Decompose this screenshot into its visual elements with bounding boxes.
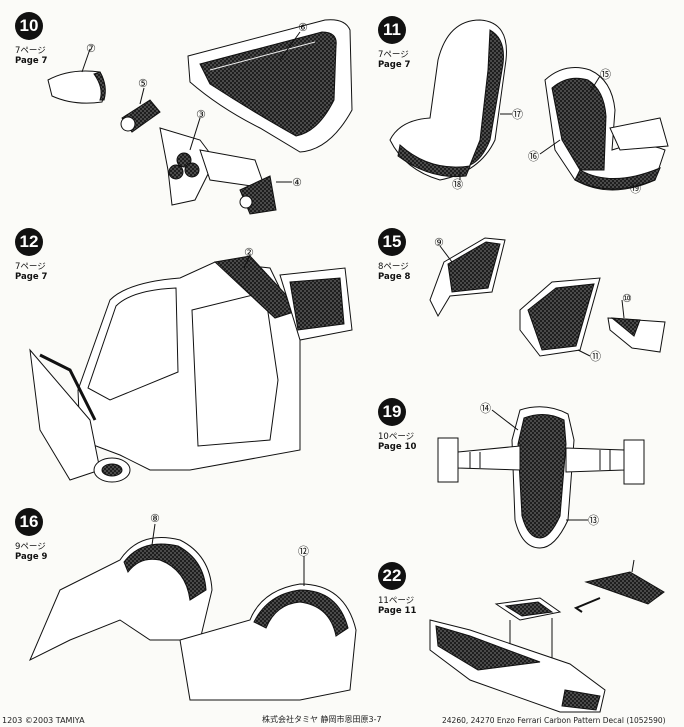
callout-3: ③ bbox=[196, 108, 206, 121]
page-reference: 10ページ Page 10 bbox=[378, 432, 438, 452]
step-number-badge: 10 bbox=[15, 12, 43, 40]
step-19-callouts: ⑭ ⑬ bbox=[480, 402, 599, 527]
footer-address: 株式会社タミヤ 静岡市恩田原3-7 bbox=[262, 715, 382, 724]
callout-7: ⑦ bbox=[86, 42, 96, 55]
carbon-decal-piece bbox=[584, 571, 665, 605]
page-reference-jp: 7ページ bbox=[15, 262, 46, 272]
page-reference: 7ページ Page 7 bbox=[15, 46, 75, 66]
callout-10: ⑩ bbox=[622, 292, 632, 305]
page-reference-en: Page 10 bbox=[378, 442, 417, 452]
step-16-callouts: ⑧ ⑫ bbox=[150, 512, 309, 558]
seat-left bbox=[389, 19, 507, 181]
page-reference-jp: 8ページ bbox=[378, 262, 409, 272]
callout-12: ⑫ bbox=[298, 545, 309, 558]
callout-9: ⑨ bbox=[434, 236, 444, 249]
step-number-badge: 12 bbox=[15, 228, 43, 256]
page-reference-en: Page 7 bbox=[378, 60, 411, 70]
callout-19: ⑲ bbox=[630, 182, 641, 195]
step-10-callouts: ⑦ ⑥ ⑤ ③ ④ bbox=[86, 21, 308, 189]
page-reference-jp: 10ページ bbox=[378, 432, 415, 442]
arrow-left bbox=[573, 597, 601, 613]
page-reference-jp: 7ページ bbox=[15, 46, 46, 56]
page-reference: 7ページ Page 7 bbox=[15, 262, 75, 282]
callout-2: ② bbox=[244, 246, 254, 259]
page-reference-en: Page 7 bbox=[15, 272, 48, 282]
callout-5: ⑤ bbox=[138, 77, 148, 90]
step-19-illustration bbox=[437, 406, 645, 549]
step-15-illustration bbox=[429, 237, 666, 357]
callout-13: ⑬ bbox=[588, 514, 599, 527]
footer-product: 24260, 24270 Enzo Ferrari Carbon Pattern… bbox=[442, 716, 666, 725]
step-11-illustration bbox=[389, 19, 669, 191]
step-15-callouts: ⑨ ⑩ ⑪ bbox=[434, 236, 632, 363]
step-10-illustration bbox=[47, 19, 353, 215]
step-number-badge: 19 bbox=[378, 398, 406, 426]
page-reference: 11ページ Page 11 bbox=[378, 596, 438, 616]
callout-4: ④ bbox=[292, 176, 302, 189]
callout-6: ⑥ bbox=[298, 21, 308, 34]
page-reference-en: Page 7 bbox=[15, 56, 48, 66]
step-12-callouts: ② bbox=[244, 246, 254, 259]
callout-18: ⑱ bbox=[452, 178, 463, 191]
callout-8: ⑧ bbox=[150, 512, 160, 525]
page-reference-en: Page 11 bbox=[378, 606, 417, 616]
step-11-callouts: ⑰ ⑱ ⑮ ⑯ ⑲ bbox=[452, 68, 641, 195]
callout-15: ⑮ bbox=[600, 68, 611, 81]
step-12-illustration bbox=[29, 254, 353, 483]
step-number-badge: 15 bbox=[378, 228, 406, 256]
page-reference-en: Page 8 bbox=[378, 272, 411, 282]
page-reference: 8ページ Page 8 bbox=[378, 262, 438, 282]
callout-11: ⑪ bbox=[590, 350, 601, 363]
page-reference-jp: 11ページ bbox=[378, 596, 415, 606]
step-number-badge: 16 bbox=[15, 508, 43, 536]
page-reference-jp: 7ページ bbox=[378, 50, 409, 60]
arch-right bbox=[179, 583, 357, 701]
step-number-badge: 22 bbox=[378, 562, 406, 590]
callout-17: ⑰ bbox=[512, 108, 523, 121]
page-reference: 9ページ Page 9 bbox=[15, 542, 75, 562]
page-reference: 7ページ Page 7 bbox=[378, 50, 438, 70]
page-reference-en: Page 9 bbox=[15, 552, 48, 562]
step-16-illustration bbox=[29, 523, 357, 701]
step-22-illustration bbox=[429, 559, 665, 713]
callout-16: ⑯ bbox=[528, 150, 539, 163]
step-number-badge: 11 bbox=[378, 16, 406, 44]
page-reference-jp: 9ページ bbox=[15, 542, 46, 552]
footer-copyright: 1203 ©2003 TAMIYA bbox=[2, 716, 85, 725]
callout-14: ⑭ bbox=[480, 402, 491, 415]
